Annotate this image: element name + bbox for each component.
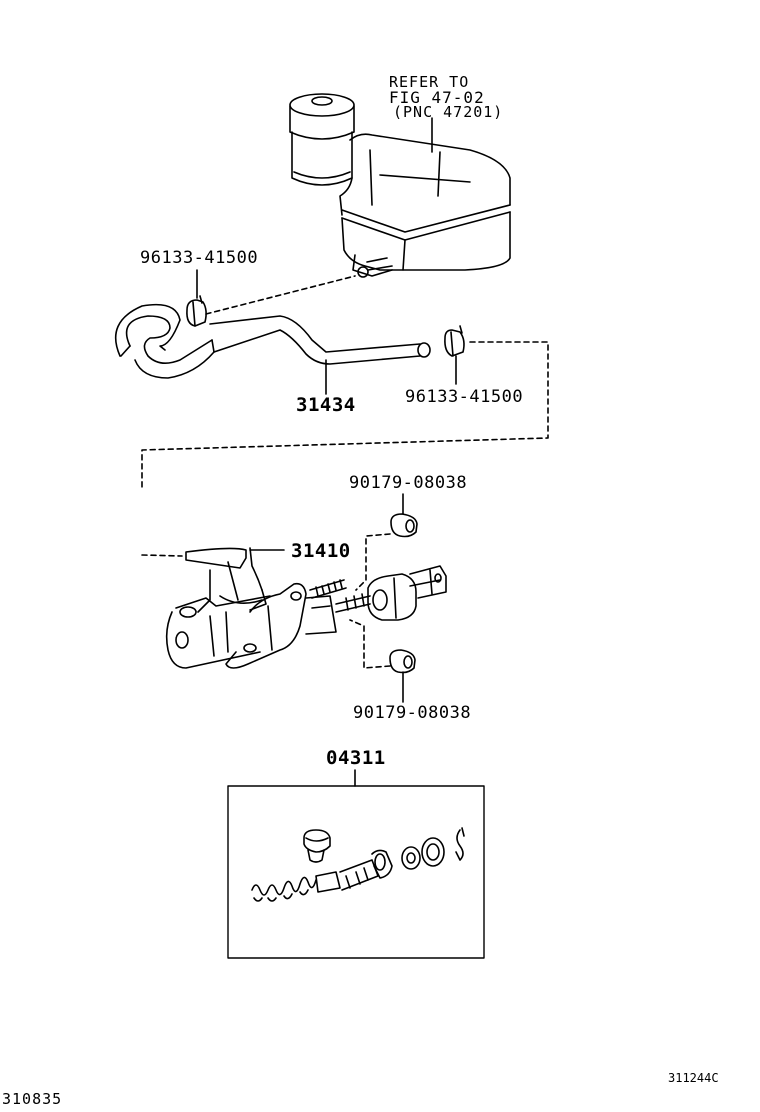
clip-upper	[186, 295, 207, 327]
part-number-master-cylinder: 31410	[291, 540, 351, 562]
part-number-nut-lower: 90179-08038	[353, 703, 472, 723]
nut-upper	[390, 513, 418, 538]
repair-kit-box	[227, 785, 485, 959]
part-number-repair-kit: 04311	[326, 747, 386, 769]
clip-lower	[444, 325, 465, 357]
reference-text-line-2: FIG 47-02	[389, 88, 485, 107]
clutch-master-cylinder	[165, 547, 447, 669]
illustration-code: 311244C	[668, 1071, 719, 1085]
part-number-clip-lower: 96133-41500	[405, 387, 524, 407]
clip-upper-dashed-line	[205, 275, 356, 315]
reference-text-line-3: (PNC 47201)	[393, 103, 504, 121]
part-number-hose: 31434	[296, 394, 356, 416]
nut-lower-dashed-line	[349, 619, 391, 669]
part-number-nut-upper: 90179-08038	[349, 473, 468, 493]
master-cylinder-dashed-line	[141, 554, 183, 557]
reservoir-tank	[289, 93, 511, 278]
reference-text-line-1: REFER TO	[389, 73, 470, 91]
clip-lower-dashed-line	[141, 341, 549, 489]
part-number-clip-upper: 96133-41500	[140, 248, 259, 268]
nut-lower	[389, 649, 416, 674]
nut-upper-dashed-line	[355, 533, 391, 591]
figure-code: 310835	[2, 1090, 63, 1108]
repair-kit-contents	[251, 827, 465, 902]
hose	[114, 303, 431, 379]
